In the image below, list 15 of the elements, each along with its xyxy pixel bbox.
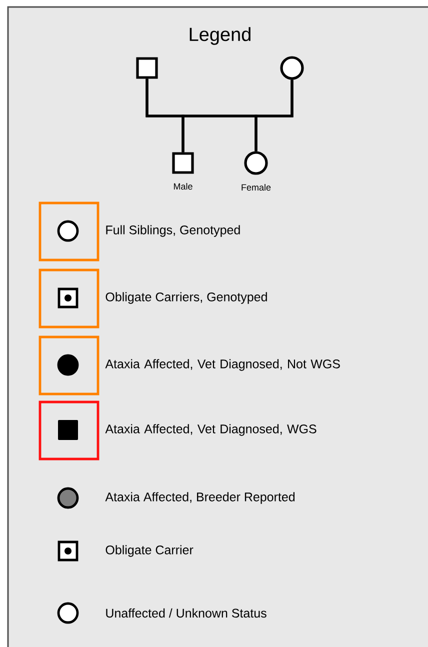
- legend-text: Ataxia Affected, Breeder Reported: [105, 492, 295, 504]
- legend-text: Full Siblings, Genotyped: [106, 225, 240, 237]
- symbol-label: Male: [174, 183, 192, 190]
- legend-text: Obligate Carriers, Genotyped: [106, 292, 267, 304]
- square-symbol: [172, 152, 194, 174]
- circle-symbol: [280, 56, 304, 80]
- legend-text: Ataxia Affected, Vet Diagnosed, WGS: [105, 424, 316, 436]
- legend-title: Legend: [190, 27, 250, 45]
- legend-text: Unaffected / Unknown Status: [106, 608, 266, 618]
- pedigree-line: [254, 80, 294, 152]
- legend-text: Ataxia Affected, Vet Diagnosed, Not WGS: [105, 359, 340, 371]
- symbol-label: Female: [242, 184, 271, 191]
- legend-text: Obligate Carrier: [106, 545, 194, 557]
- square-symbol: [136, 57, 158, 79]
- circle-symbol: [244, 151, 268, 175]
